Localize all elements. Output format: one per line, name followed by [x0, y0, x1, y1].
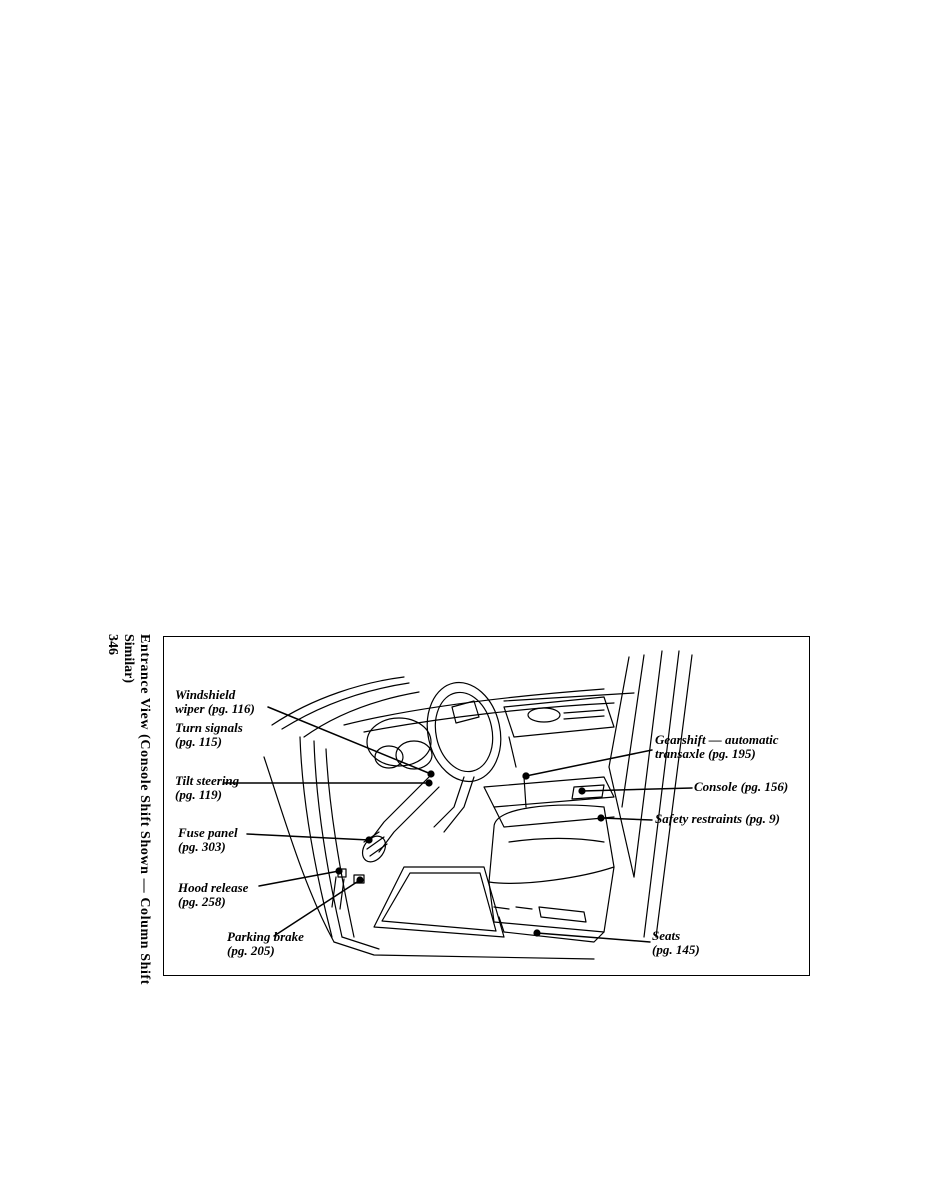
callout-fuse-panel-line1: Fuse panel: [178, 825, 238, 840]
figure-caption-line1: Entrance View (Console Shift Shown — Col…: [137, 634, 152, 986]
callout-parking-brake-line1: Parking brake: [227, 929, 304, 944]
callout-gearshift-line2: transaxle (pg. 195): [655, 746, 756, 761]
callout-safety-restraints-line1: Safety restraints (pg. 9): [655, 811, 780, 826]
callout-tilt-steering: Tilt steering (pg. 119): [175, 774, 239, 802]
callout-turn-signals-line1: Turn signals: [175, 720, 243, 735]
callout-console-line1: Console (pg. 156): [694, 779, 789, 794]
callout-windshield-wiper-line1: Windshield: [175, 687, 236, 702]
callout-seats-line2: (pg. 145): [652, 942, 700, 957]
callout-tilt-steering-line1: Tilt steering: [175, 773, 240, 788]
callout-gearshift-line1: Gearshift — automatic: [655, 732, 779, 747]
callout-hood-release-line1: Hood release: [178, 880, 249, 895]
page-number: 346: [105, 634, 120, 655]
callout-windshield-wiper-line2: wiper (pg. 116): [175, 701, 255, 716]
callout-gearshift: Gearshift — automatic transaxle (pg. 195…: [655, 733, 779, 761]
callout-parking-brake-line2: (pg. 205): [227, 943, 275, 958]
callout-turn-signals-line2: (pg. 115): [175, 734, 222, 749]
callout-turn-signals: Turn signals (pg. 115): [175, 721, 243, 749]
callout-console: Console (pg. 156): [694, 780, 788, 794]
callout-windshield-wiper: Windshield wiper (pg. 116): [175, 688, 255, 716]
callout-fuse-panel-line2: (pg. 303): [178, 839, 226, 854]
callout-seats-line1: Seats: [652, 928, 681, 943]
callout-hood-release: Hood release (pg. 258): [178, 881, 248, 909]
car-interior-illustration: [223, 650, 693, 960]
callout-tilt-steering-line2: (pg. 119): [175, 787, 222, 802]
figure-caption-line2: Similar): [121, 634, 136, 683]
callout-fuse-panel: Fuse panel (pg. 303): [178, 826, 238, 854]
callout-hood-release-line2: (pg. 258): [178, 894, 226, 909]
callout-parking-brake: Parking brake (pg. 205): [227, 930, 304, 958]
callout-seats: Seats (pg. 145): [652, 929, 700, 957]
callout-safety-restraints: Safety restraints (pg. 9): [655, 812, 780, 826]
entrance-view-figure: Windshield wiper (pg. 116) Turn signals …: [163, 636, 810, 976]
